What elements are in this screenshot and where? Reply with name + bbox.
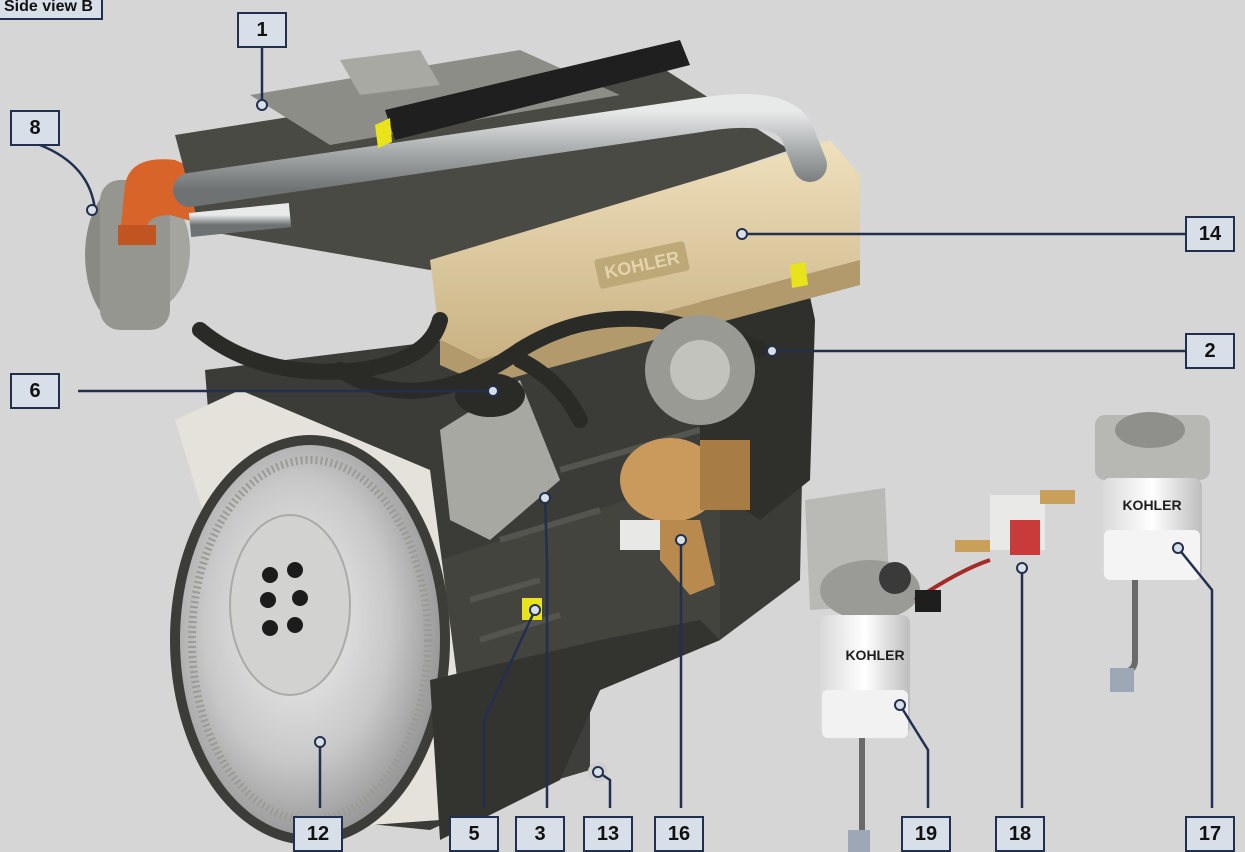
callout-13: 13	[583, 816, 633, 852]
leader-lines	[39, 48, 1214, 808]
callout-14: 14	[1185, 216, 1235, 252]
callout-2: 2	[1185, 333, 1235, 369]
callout-18: 18	[995, 816, 1045, 852]
oil-fill-marker	[375, 118, 392, 148]
leader-dots	[86, 99, 1184, 778]
callout-12: 12	[293, 816, 343, 852]
callout-19: 19	[901, 816, 951, 852]
callout-3: 3	[515, 816, 565, 852]
electric-fuel-pump	[913, 490, 1075, 612]
water-pump	[620, 438, 750, 595]
callout-5: 5	[449, 816, 499, 852]
view-label: Side view B	[0, 0, 103, 20]
fuel-prefilter-unit: KOHLER	[1095, 412, 1210, 692]
callout-8: 8	[10, 110, 60, 146]
callout-17: 17	[1185, 816, 1235, 852]
callout-6: 6	[10, 373, 60, 409]
intake-pipe	[173, 93, 827, 237]
callout-16: 16	[654, 816, 704, 852]
oil-pan	[430, 620, 720, 840]
flywheel	[170, 390, 460, 845]
fuel-filter-unit: KOHLER	[805, 488, 920, 852]
fuel-filter-brand: KOHLER	[845, 647, 904, 663]
oil-filter	[440, 373, 560, 540]
callout-1: 1	[237, 12, 287, 48]
prefilter-brand: KOHLER	[1122, 497, 1181, 513]
fuel-rail	[385, 40, 690, 140]
